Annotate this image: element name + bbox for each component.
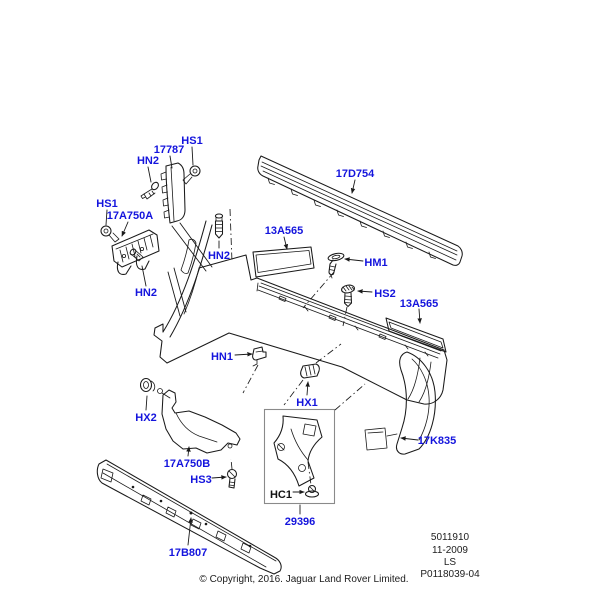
part-29396-drawing [263,408,336,505]
callout-hs1-left: HS1 [96,198,117,210]
callout-29396: 29396 [285,516,316,528]
callout-17787: 17787 [154,144,185,156]
callout-hm1: HM1 [364,257,387,269]
screw-hs3 [226,468,238,489]
callout-hs3: HS3 [190,474,211,486]
callout-hn2-left: HN2 [135,287,157,299]
part-bumper-cover-drawing [153,220,448,451]
doc-date: 11-2009 [432,545,468,556]
part-17a750a-drawing [111,229,160,275]
part-17d754-drawing [257,155,463,266]
callout-17b807: 17B807 [169,547,208,559]
callout-hs1-top: HS1 [181,135,202,147]
callout-leader-lines [105,146,422,546]
callout-13a565-right: 13A565 [400,298,439,310]
document-info-block: 5011910 11-2009 LS P0118039-04 [420,532,480,580]
assembly-pointer-lines [167,208,366,486]
part-17787-drawing [160,162,186,224]
bolt-hn2-mid [214,213,224,239]
callout-hx1: HX1 [296,397,317,409]
part-13a565-left-drawing [252,246,315,278]
callout-17a750b: 17A750B [164,458,211,470]
callout-hx2: HX2 [135,412,156,424]
bolt-hn2-left [129,248,144,262]
clip-hm1 [327,252,345,279]
part-17a750b-drawing [161,389,241,454]
doc-ref: P0118039-04 [420,569,480,580]
callout-13a565-left: 13A565 [265,225,304,237]
part-17b807-drawing [96,459,282,575]
part-17k835-drawing [395,351,436,455]
callout-17a750a: 17A750A [107,210,154,222]
clip-hx1 [300,363,320,379]
callout-hn2-top: HN2 [137,155,159,167]
callout-hn1: HN1 [211,351,233,363]
callout-labels: HS1 17787 HN2 HS1 17A750A HN2 HN2 13A565… [96,135,456,559]
doc-model-code: LS [444,557,457,568]
screw-hs1-left [100,225,120,243]
callout-hn2-mid: HN2 [208,250,230,262]
screw-hs1-top [182,165,201,185]
callout-17d754: 17D754 [336,168,375,180]
callout-hc1: HC1 [270,489,292,501]
clip-hn1 [252,346,267,367]
grommet-hx2 [139,377,171,399]
callout-hs2: HS2 [374,288,395,300]
callout-17k835: 17K835 [418,435,457,447]
copyright-notice: © Copyright, 2016. Jaguar Land Rover Lim… [199,574,408,585]
part-13a565-right-drawing [385,317,447,353]
screw-hs2 [341,284,355,308]
screw-hc1 [304,484,320,498]
doc-number: 5011910 [431,532,470,543]
bolt-hn2-top [140,181,159,200]
